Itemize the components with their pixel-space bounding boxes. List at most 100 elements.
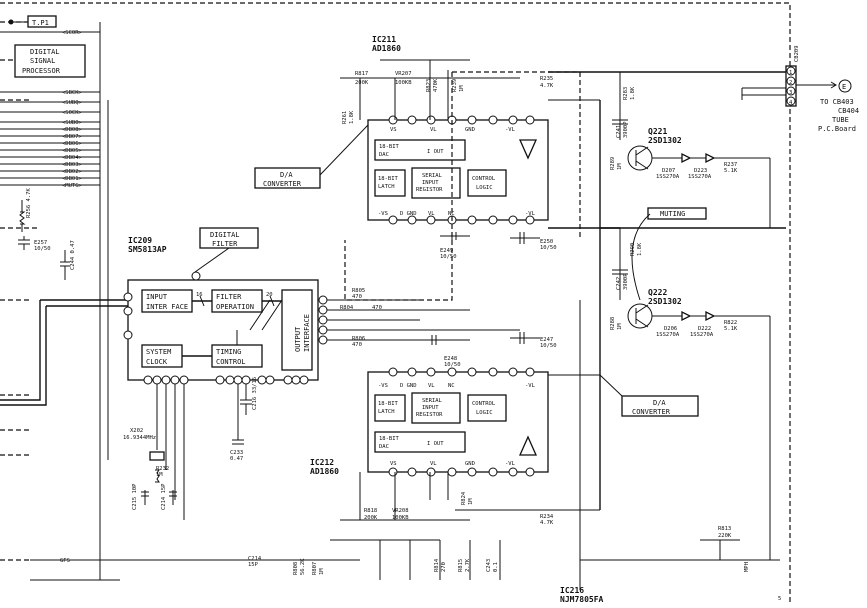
svg-text:E: E: [842, 83, 846, 91]
svg-text:3900P: 3900P: [623, 273, 629, 290]
ic-pin: [426, 215, 436, 225]
svg-text:D GND: D GND: [400, 383, 417, 389]
test-point-box: [27, 15, 57, 28]
svg-text:-VL: -VL: [525, 383, 536, 389]
svg-text:REGISTOR: REGISTOR: [416, 412, 443, 418]
bus-width-16: 16: [196, 292, 203, 298]
svg-text:DAC: DAC: [379, 152, 389, 158]
svg-text:R822: R822: [724, 320, 737, 326]
svg-text:18-BIT: 18-BIT: [378, 176, 399, 182]
ic212-dac18-block: [374, 431, 466, 453]
svg-text:1M: 1M: [459, 85, 465, 92]
digital-filter-label-1: DIGITAL: [210, 231, 240, 239]
svg-text:1M: 1M: [468, 498, 474, 505]
svg-text:3: 3: [789, 90, 792, 96]
svg-text:LOGIC: LOGIC: [476, 410, 493, 416]
svg-text:R234: R234: [540, 514, 554, 520]
ic-pin: [426, 115, 436, 125]
svg-text:GND: GND: [465, 127, 475, 133]
ic-pin: [467, 467, 477, 477]
svg-text:I OUT: I OUT: [427, 441, 444, 447]
c233-ref: C233: [230, 450, 243, 456]
ic-pin: [488, 215, 498, 225]
to-cb-3: TUBE: [832, 116, 849, 124]
svg-text:NC: NC: [448, 211, 455, 217]
svg-text:200K: 200K: [364, 515, 378, 521]
svg-text:E247: E247: [540, 337, 553, 343]
svg-text:REGISTOR: REGISTOR: [416, 187, 443, 193]
ic211-ref: IC211: [372, 35, 396, 44]
svg-text:CONTROL: CONTROL: [472, 401, 496, 407]
ic209-output-traces: [327, 299, 520, 341]
digital-filter-leader: [194, 247, 230, 273]
svg-text:-VL: -VL: [505, 127, 516, 133]
svg-text:R807: R807: [312, 562, 318, 575]
svg-text:SERIAL: SERIAL: [422, 398, 443, 404]
ic216-ref: IC216: [560, 586, 584, 595]
svg-text:R288: R288: [610, 317, 616, 330]
svg-text:INPUT: INPUT: [146, 293, 168, 301]
svg-text:10/50: 10/50: [440, 254, 457, 260]
ic-pin: [388, 467, 398, 477]
svg-text:R290: R290: [630, 243, 636, 256]
ic211-control-block: [467, 169, 507, 197]
svg-text:R814: R814: [434, 558, 440, 572]
svg-text:C214: C214: [248, 556, 262, 562]
x202-ref: X202: [130, 428, 143, 434]
svg-text:D223: D223: [694, 168, 707, 174]
svg-text:200K: 200K: [355, 80, 369, 86]
c244-label: C244 0.47: [70, 240, 76, 270]
test-point-dot: [8, 19, 14, 25]
bus-label: <DB01>: [62, 176, 83, 182]
ic-pin: [508, 367, 518, 377]
signal-path-left: [0, 299, 128, 401]
svg-text:E248: E248: [444, 356, 457, 362]
svg-text:D/A: D/A: [280, 171, 293, 179]
svg-text:R283: R283: [623, 87, 629, 100]
r232-ref: R232: [156, 466, 169, 472]
svg-text:3900P: 3900P: [623, 121, 629, 138]
svg-text:10/50: 10/50: [540, 245, 557, 251]
bus-label: <DB07>: [62, 134, 83, 140]
ic-pin: [467, 215, 477, 225]
svg-text:OPERATION: OPERATION: [216, 303, 254, 311]
ic-pin: [447, 367, 457, 377]
svg-text:18-BIT: 18-BIT: [379, 144, 400, 150]
svg-text:SYSTEM: SYSTEM: [146, 348, 171, 356]
svg-text:1M: 1M: [617, 323, 623, 330]
ic-pin: [426, 467, 436, 477]
svg-text:-VS: -VS: [378, 211, 388, 217]
svg-text:R824: R824: [461, 491, 467, 505]
svg-text:1M: 1M: [617, 163, 623, 170]
ic-pin: [488, 467, 498, 477]
svg-text:1.8K: 1.8K: [630, 86, 636, 100]
svg-text:I OUT: I OUT: [427, 149, 444, 155]
bus-label: <DB03>: [62, 162, 83, 168]
svg-text:CONTROL: CONTROL: [216, 358, 246, 366]
connector-e-marker: [838, 79, 852, 93]
svg-text:R235: R235: [540, 76, 553, 82]
svg-text:C241: C241: [616, 125, 622, 138]
ic-pin: [426, 367, 436, 377]
r805-ref: R805: [352, 288, 365, 294]
ic-pin: [388, 115, 398, 125]
svg-text:INTER FACE: INTER FACE: [146, 303, 188, 311]
da-converter-label-bottom: [621, 395, 699, 417]
svg-text:DAC: DAC: [379, 444, 389, 450]
d207-d223-diodes: [681, 152, 716, 164]
ic-pin: [508, 215, 518, 225]
ic-pin: [508, 467, 518, 477]
svg-text:0.1: 0.1: [493, 562, 499, 572]
svg-text:1SS270A: 1SS270A: [656, 174, 680, 180]
ic-pin: [467, 367, 477, 377]
q222-part: 2SD1302: [648, 297, 682, 306]
svg-text:R239: R239: [452, 79, 458, 92]
to-cb-1: TO CB403: [820, 98, 854, 106]
ic212-serial-block: [411, 392, 461, 424]
muting-label: MUTING: [660, 210, 685, 218]
svg-text:E249: E249: [440, 248, 453, 254]
svg-text:GND: GND: [465, 461, 475, 467]
ic212-opamp: [518, 435, 538, 456]
svg-text:4: 4: [789, 100, 793, 106]
